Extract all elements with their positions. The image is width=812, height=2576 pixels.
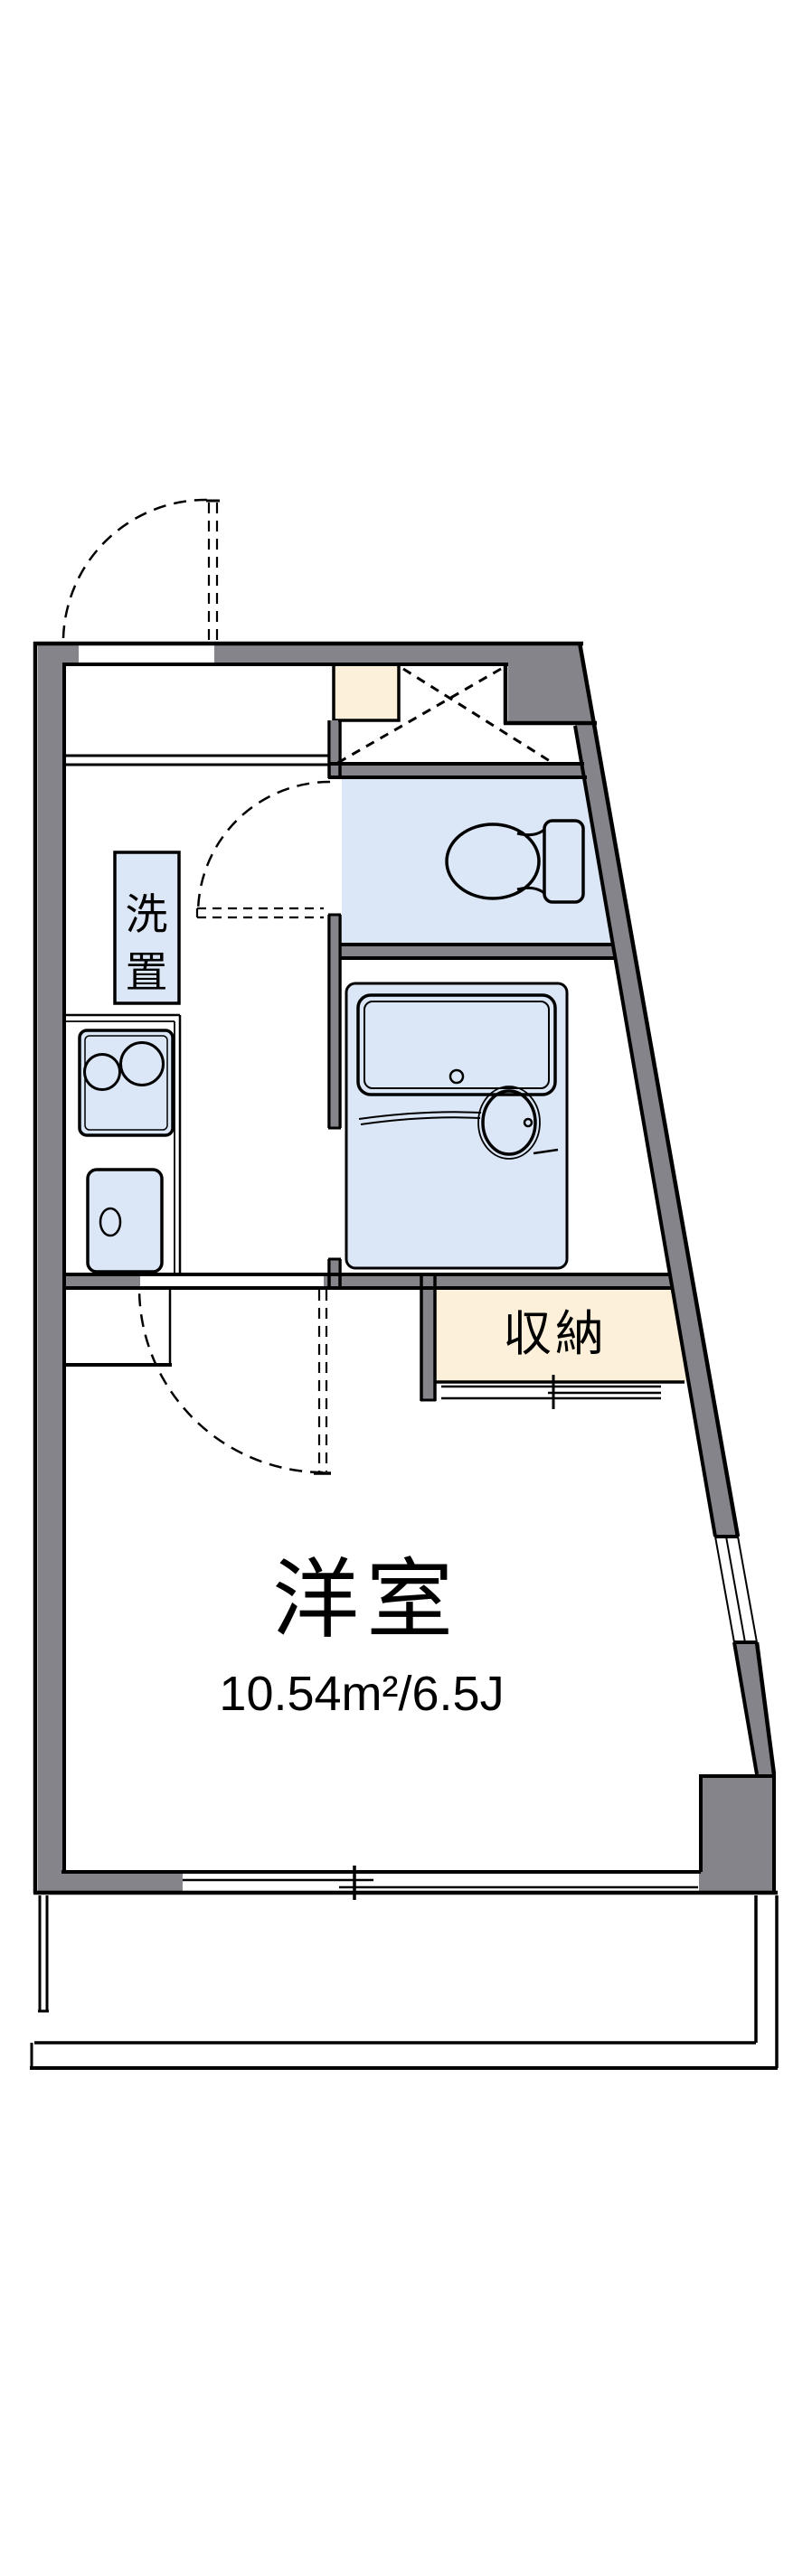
windows: [183, 1535, 758, 1900]
washer-space-label-2: 置: [126, 948, 168, 996]
wall-slant-lower: [734, 1642, 774, 1774]
entry-closet: [334, 667, 551, 766]
washbasin-faucet: [523, 1117, 533, 1128]
wall-kitchen-left-seg: [66, 1276, 140, 1286]
storage-sliding-door: [441, 1375, 661, 1409]
stove-unit-inner: [84, 1035, 168, 1131]
kitchen-sink: [86, 1168, 164, 1274]
storage-label: 収納: [503, 1307, 608, 1361]
outline-slant-inner-upper: [573, 725, 717, 1537]
balcony: [30, 1895, 779, 2070]
slant-window-line-3: [725, 1536, 746, 1643]
main-room-door-arc: [137, 1288, 324, 1474]
washbasin: [481, 1089, 537, 1156]
wall-bottomright-block: [699, 1774, 775, 1894]
sink-drain: [99, 1207, 122, 1237]
closet-x-diag1: [402, 667, 551, 763]
storage-closet-floor: [435, 1288, 687, 1381]
washer-space-label-1: 洗: [126, 890, 168, 938]
labels: 洋室 10.54m²/6.5J 収納 洗 置: [126, 890, 608, 1721]
wall-stub-above-toilet-door: [331, 720, 338, 778]
wall-bottom-left: [38, 1874, 183, 1892]
entry-door-arc: [61, 498, 210, 639]
kitchen: [66, 1013, 182, 1274]
stove-burner-left: [83, 1053, 121, 1091]
bathtub-drain: [448, 1068, 465, 1085]
doors: [61, 498, 398, 1475]
washbasin-outer: [477, 1086, 541, 1160]
wall-topright-block: [508, 644, 596, 724]
toilet-door-arc: [196, 780, 331, 915]
outline-slant-outer-lower: [754, 1641, 777, 1775]
wall-storage-left: [422, 1276, 434, 1401]
main-room-area: 10.54m²/6.5J: [219, 1667, 504, 1721]
wall-bath-left: [331, 915, 338, 1128]
slant-window-line-2: [737, 1536, 758, 1643]
unit-bath: [345, 982, 569, 1270]
toilet-tank: [543, 819, 585, 904]
bath-counter-edge-3: [533, 1148, 559, 1155]
walls: [38, 644, 775, 1894]
stove-burner-right: [119, 1041, 165, 1086]
wall-toilet-bottom: [341, 946, 615, 956]
wall-top-right-seg: [214, 644, 581, 663]
outline-slant-outer-upper: [577, 642, 741, 1537]
bathtub: [356, 993, 557, 1096]
toilet-bowl: [445, 823, 541, 900]
wall-left: [38, 644, 62, 1892]
bath-module: [345, 982, 569, 1270]
bath-counter-edge-1: [358, 1111, 482, 1120]
slant-window-line-1: [714, 1536, 735, 1643]
wall-kitchen-right-seg: [324, 1276, 671, 1286]
shoe-cabinet: [332, 663, 401, 722]
wall-outlines: [33, 641, 778, 1895]
outline-slant-inner-lower: [732, 1641, 759, 1775]
toilet-icon: [445, 819, 585, 904]
wall-slant-upper: [575, 724, 738, 1537]
washer-space-box: [113, 851, 181, 1005]
fixtures: [66, 819, 661, 1409]
bathtub-inner: [364, 1001, 550, 1089]
bath-counter-edge-2: [360, 1116, 481, 1125]
wall-toilet-top: [328, 766, 586, 776]
main-room-label: 洋室: [272, 1552, 460, 1649]
